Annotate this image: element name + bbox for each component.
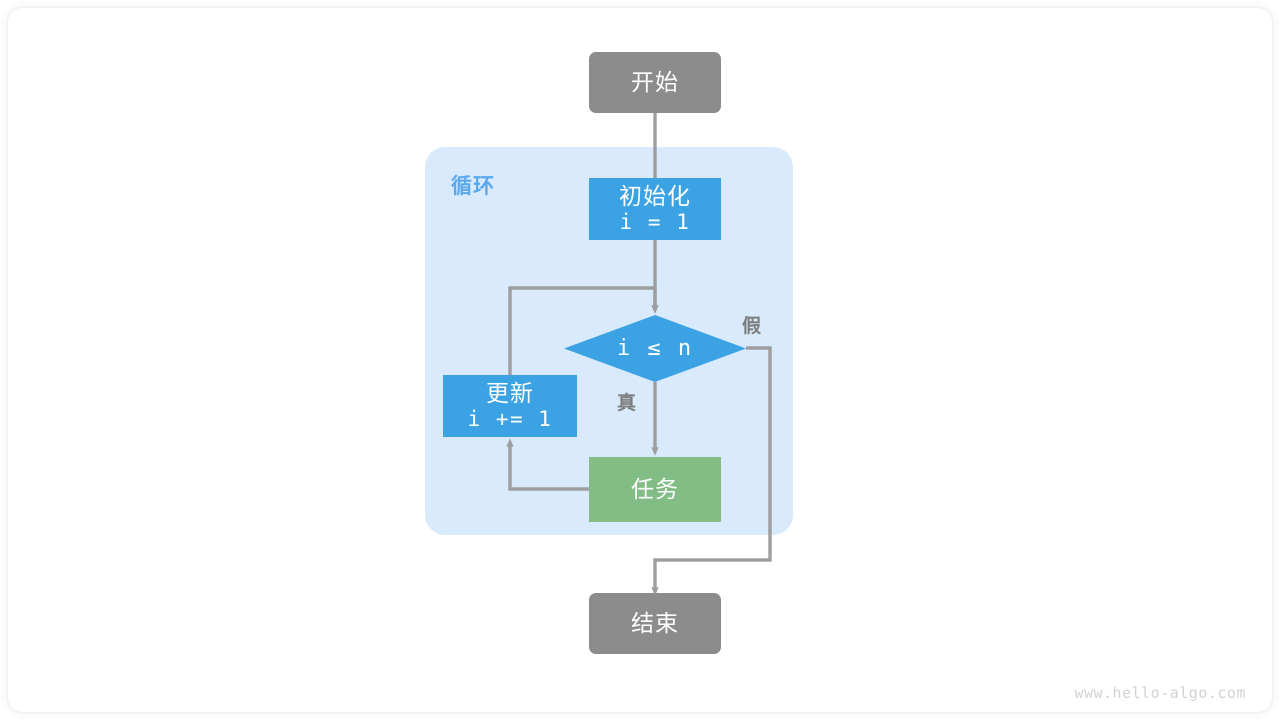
edge-label-false: 假 [742, 316, 762, 337]
edge-condition-false-to-end [651, 346, 772, 596]
node-update-label: 更新 [486, 380, 534, 407]
edge-task-to-update [506, 438, 589, 491]
node-task-label: 任务 [631, 475, 679, 502]
node-init-expression: i = 1 [619, 210, 691, 235]
node-start[interactable]: 开始 [589, 52, 721, 113]
node-condition-shape [564, 315, 746, 382]
edge-label-true: 真 [617, 393, 637, 414]
node-init[interactable]: 初始化 i = 1 [589, 178, 721, 240]
watermark: www.hello-algo.com [1074, 684, 1246, 702]
node-start-label: 开始 [631, 68, 679, 95]
node-update[interactable]: 更新 i += 1 [443, 375, 577, 437]
node-init-label: 初始化 [619, 183, 691, 210]
node-end[interactable]: 结束 [589, 593, 721, 654]
loop-container-label: 循环 [451, 175, 495, 198]
node-update-expression: i += 1 [467, 407, 553, 432]
node-end-label: 结束 [631, 609, 679, 636]
node-task[interactable]: 任务 [589, 457, 721, 522]
edge-update-to-condition [508, 286, 659, 375]
